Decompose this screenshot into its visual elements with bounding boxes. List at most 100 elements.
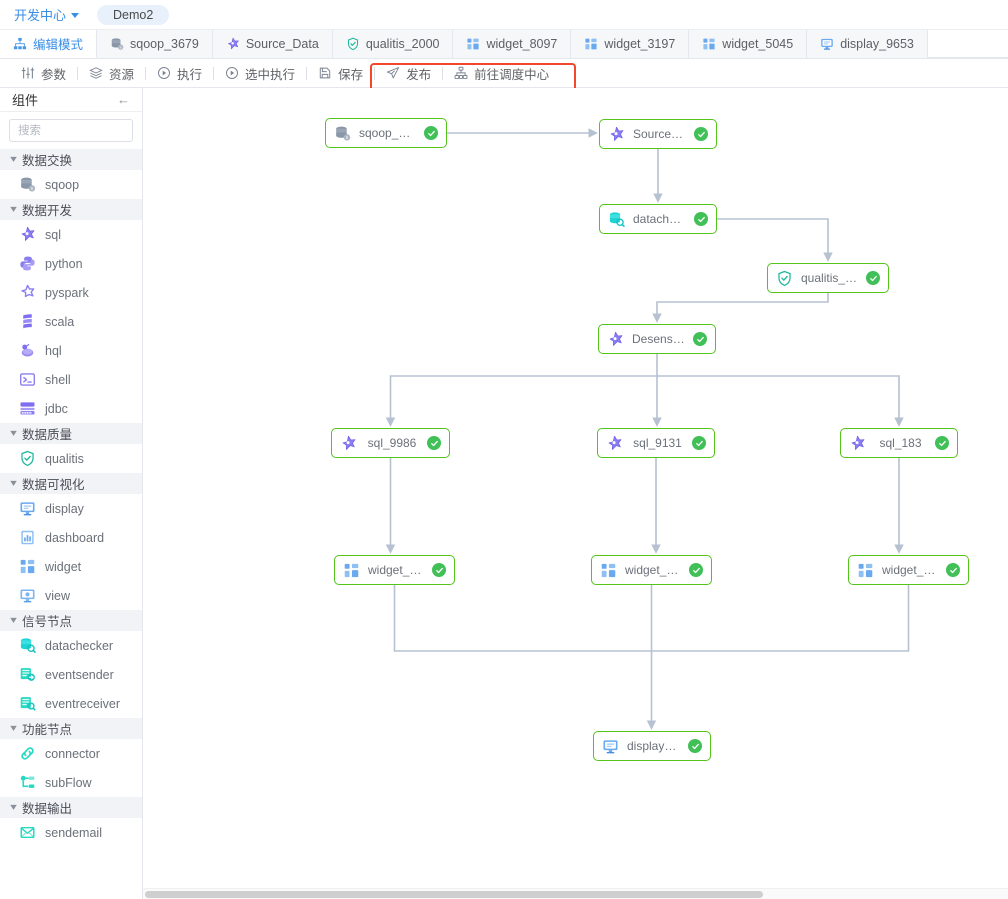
sidebar-group-label: 信号节点	[22, 615, 73, 629]
sidebar-item-widget[interactable]: widget	[0, 552, 142, 581]
tab-widget_3197[interactable]: widget_3197	[571, 30, 690, 58]
toolbar-button-选中执行[interactable]: 选中执行	[214, 62, 306, 84]
email-icon	[19, 824, 36, 841]
sidebar-item-label: widget	[45, 559, 82, 574]
flow-node-widget_3197[interactable]: widget_3197	[848, 555, 969, 585]
sidebar-group-数据开发[interactable]: ▾数据开发	[0, 199, 142, 220]
flow-node-widget_8097[interactable]: widget_8097	[334, 555, 455, 585]
widget-icon	[857, 562, 874, 579]
sidebar-item-dashboard[interactable]: dashboard	[0, 523, 142, 552]
sidebar-item-qualitis[interactable]: qualitis	[0, 444, 142, 473]
toolbar-button-label: 发布	[406, 67, 432, 82]
flow-node-display_9653[interactable]: display_9653	[593, 731, 711, 761]
status-success-icon	[694, 212, 708, 226]
toolbar-button-label: 前往调度中心	[474, 67, 550, 82]
sidebar-item-label: sendemail	[45, 825, 102, 840]
flow-node-sql_9131[interactable]: sql_9131	[597, 428, 715, 458]
sidebar-item-scala[interactable]: scala	[0, 307, 142, 336]
toolbar: 参数资源 执行选中执行 保存 发布 前往调度中心	[0, 59, 1008, 98]
flow-node-qualitis_2000[interactable]: qualitis_2000	[767, 263, 889, 293]
display-icon	[820, 37, 834, 51]
sidebar-item-pyspark[interactable]: pyspark	[0, 278, 142, 307]
sidebar-item-sendemail[interactable]: sendemail	[0, 818, 142, 847]
horizontal-scrollbar[interactable]	[143, 888, 1008, 899]
sidebar-group-信号节点[interactable]: ▾ 信号节点	[0, 610, 142, 631]
chevron-down-icon: ▾	[10, 614, 17, 626]
toolbar-button-保存[interactable]: 保存	[307, 62, 374, 84]
tab-label: Source_Data	[245, 37, 319, 51]
sidebar-item-label: hql	[45, 343, 62, 358]
sidebar-item-label: subFlow	[45, 775, 92, 790]
toolbar-button-label: 保存	[338, 67, 364, 82]
play-circle-icon	[157, 66, 171, 80]
sidebar-item-shell[interactable]: shell	[0, 365, 142, 394]
tab-display_9653[interactable]: display_9653	[807, 30, 928, 58]
tab-label: widget_8097	[486, 37, 558, 51]
widget-icon	[702, 37, 716, 51]
scrollbar-thumb[interactable]	[145, 891, 763, 898]
sidebar-item-jdbc[interactable]: jdbc	[0, 394, 142, 423]
sidebar-item-sql[interactable]: sql	[0, 220, 142, 249]
sidebar-group-数据质量[interactable]: ▾数据质量	[0, 423, 142, 444]
sidebar-item-datachecker[interactable]: datachecker	[0, 631, 142, 660]
tab-Source_Data[interactable]: Source_Data	[212, 30, 333, 58]
sidebar-group-数据可视化[interactable]: ▾数据可视化	[0, 473, 142, 494]
sidebar-item-eventsender[interactable]: eventsender	[0, 660, 142, 689]
sidebar-item-hql[interactable]: hql	[0, 336, 142, 365]
flow-node-sql_183[interactable]: sql_183	[840, 428, 958, 458]
sidebar-item-label: datachecker	[45, 638, 114, 653]
sidebar-item-label: display	[45, 501, 84, 516]
sidebar-header: 组件 ←	[0, 88, 142, 112]
spark-star-icon	[226, 37, 240, 51]
hive-icon	[19, 342, 36, 359]
sidebar-item-eventreceiver[interactable]: eventreceiver	[0, 689, 142, 718]
status-success-icon	[694, 127, 708, 141]
project-chip[interactable]: Demo2	[97, 4, 170, 25]
toolbar-button-前往调度中心[interactable]: 前往调度中心	[443, 62, 560, 84]
flow-node-widget_5045[interactable]: widget_5045	[591, 555, 712, 585]
tab-编辑模式[interactable]: 编辑模式	[0, 30, 98, 58]
search-input[interactable]	[9, 119, 133, 142]
flow-node-datachecker[interactable]: datachecker...	[599, 204, 717, 234]
toolbar-button-资源[interactable]: 资源	[78, 62, 145, 84]
toolbar-button-执行[interactable]: 执行	[146, 62, 213, 84]
sidebar-item-display[interactable]: display	[0, 494, 142, 523]
spark-star-icon	[606, 435, 623, 452]
flow-node-Desensitized[interactable]: Desensitized...	[598, 324, 716, 354]
flow-edge	[657, 375, 904, 427]
display-icon	[19, 500, 36, 517]
tab-label: widget_3197	[604, 37, 676, 51]
chevron-down-icon[interactable]	[71, 13, 80, 18]
spark-star-icon	[608, 126, 625, 143]
sidebar-item-label: jdbc	[45, 401, 68, 416]
tab-widget_5045[interactable]: widget_5045	[689, 30, 808, 58]
app-title-dropdown[interactable]: 开发中心	[14, 5, 80, 24]
tab-widget_8097[interactable]: widget_8097	[453, 30, 572, 58]
sidebar-group-数据输出[interactable]: ▾数据输出	[0, 797, 142, 818]
sidebar-group-功能节点[interactable]: ▾功能节点	[0, 718, 142, 739]
sidebar-item-view[interactable]: view	[0, 581, 142, 610]
sidebar-group-label: 数据开发	[22, 204, 73, 218]
sidebar-item-python[interactable]: python	[0, 249, 142, 278]
tab-qualitis_2000[interactable]: qualitis_2000	[332, 30, 454, 58]
shield-check-icon	[776, 270, 793, 287]
dashboard-icon	[19, 529, 36, 546]
toolbar-button-参数[interactable]: 参数	[10, 62, 77, 84]
widget-icon	[19, 558, 36, 575]
sidebar-item-connector[interactable]: connector	[0, 739, 142, 768]
flow-node-Source_Data[interactable]: Source_Data	[599, 119, 717, 149]
toolbar-button-发布[interactable]: 发布	[375, 62, 442, 84]
arrow-left-icon[interactable]: ←	[117, 92, 130, 107]
widget-icon	[343, 562, 360, 579]
flow-node-label: sql_9131	[633, 436, 682, 450]
sidebar-group-数据交换[interactable]: ▾数据交换	[0, 149, 142, 170]
sidebar-item-subFlow[interactable]: subFlow	[0, 768, 142, 797]
spark-star-icon	[849, 435, 866, 452]
flow-node-sql_9986[interactable]: sql_9986	[331, 428, 450, 458]
link-icon	[19, 745, 36, 762]
toolbar-button-label: 执行	[177, 67, 203, 82]
